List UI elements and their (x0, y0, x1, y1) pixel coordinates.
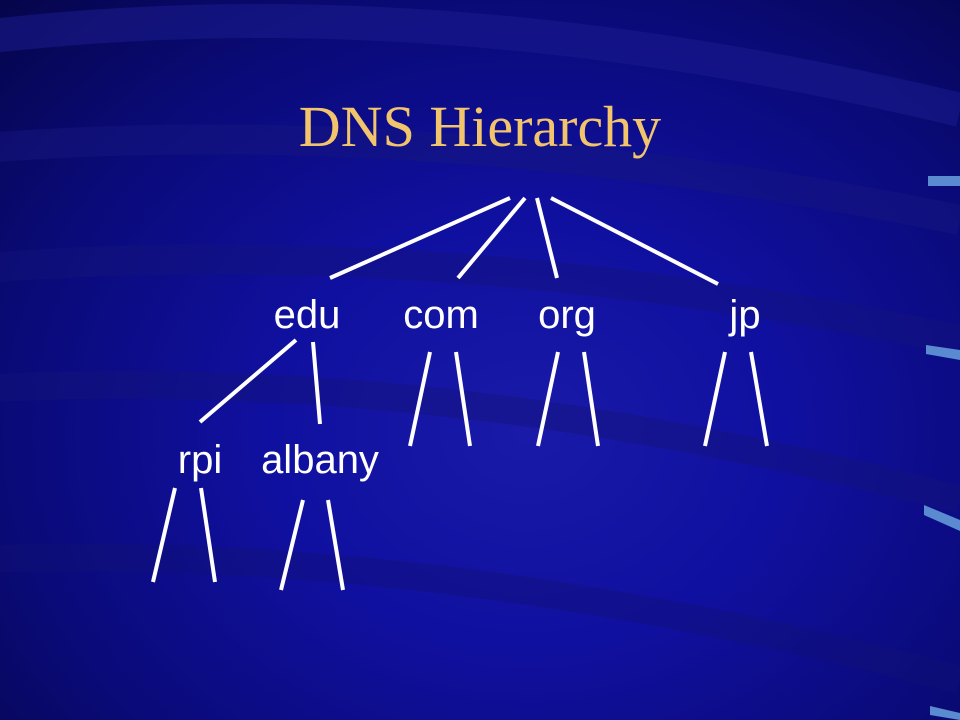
node-org: org (538, 293, 596, 337)
edge-rpi-left (151, 487, 177, 583)
edge-albany-right (326, 499, 345, 591)
edge-accent (924, 505, 960, 531)
node-jp: jp (729, 293, 761, 337)
node-edu: edu (273, 293, 341, 337)
edge-root-jp (550, 196, 719, 286)
edge-root-com (456, 196, 527, 280)
edge-jp-right (749, 351, 769, 447)
edge-albany-left (279, 499, 305, 591)
node-albany: albany (261, 438, 379, 482)
edge-accent (928, 176, 960, 186)
edge-root-edu (329, 196, 511, 280)
edge-root-org (535, 197, 559, 279)
swoosh (0, 543, 960, 694)
edge-edu-albany (311, 341, 322, 425)
slide-title: DNS Hierarchy (298, 94, 662, 159)
edge-org-left (536, 351, 560, 447)
edge-rpi-right (199, 487, 217, 583)
node-com: com (403, 293, 479, 337)
edge-jp-left (703, 351, 727, 447)
edge-accent (930, 706, 960, 720)
node-rpi: rpi (177, 438, 223, 482)
swoosh (0, 124, 960, 235)
edge-com-left (408, 351, 432, 447)
swoosh (0, 370, 960, 514)
edge-accent (926, 345, 960, 360)
edge-edu-rpi (198, 338, 298, 424)
edge-org-right (582, 351, 600, 447)
edge-com-right (454, 351, 472, 447)
swoosh (0, 4, 960, 127)
swoosh (0, 244, 960, 355)
